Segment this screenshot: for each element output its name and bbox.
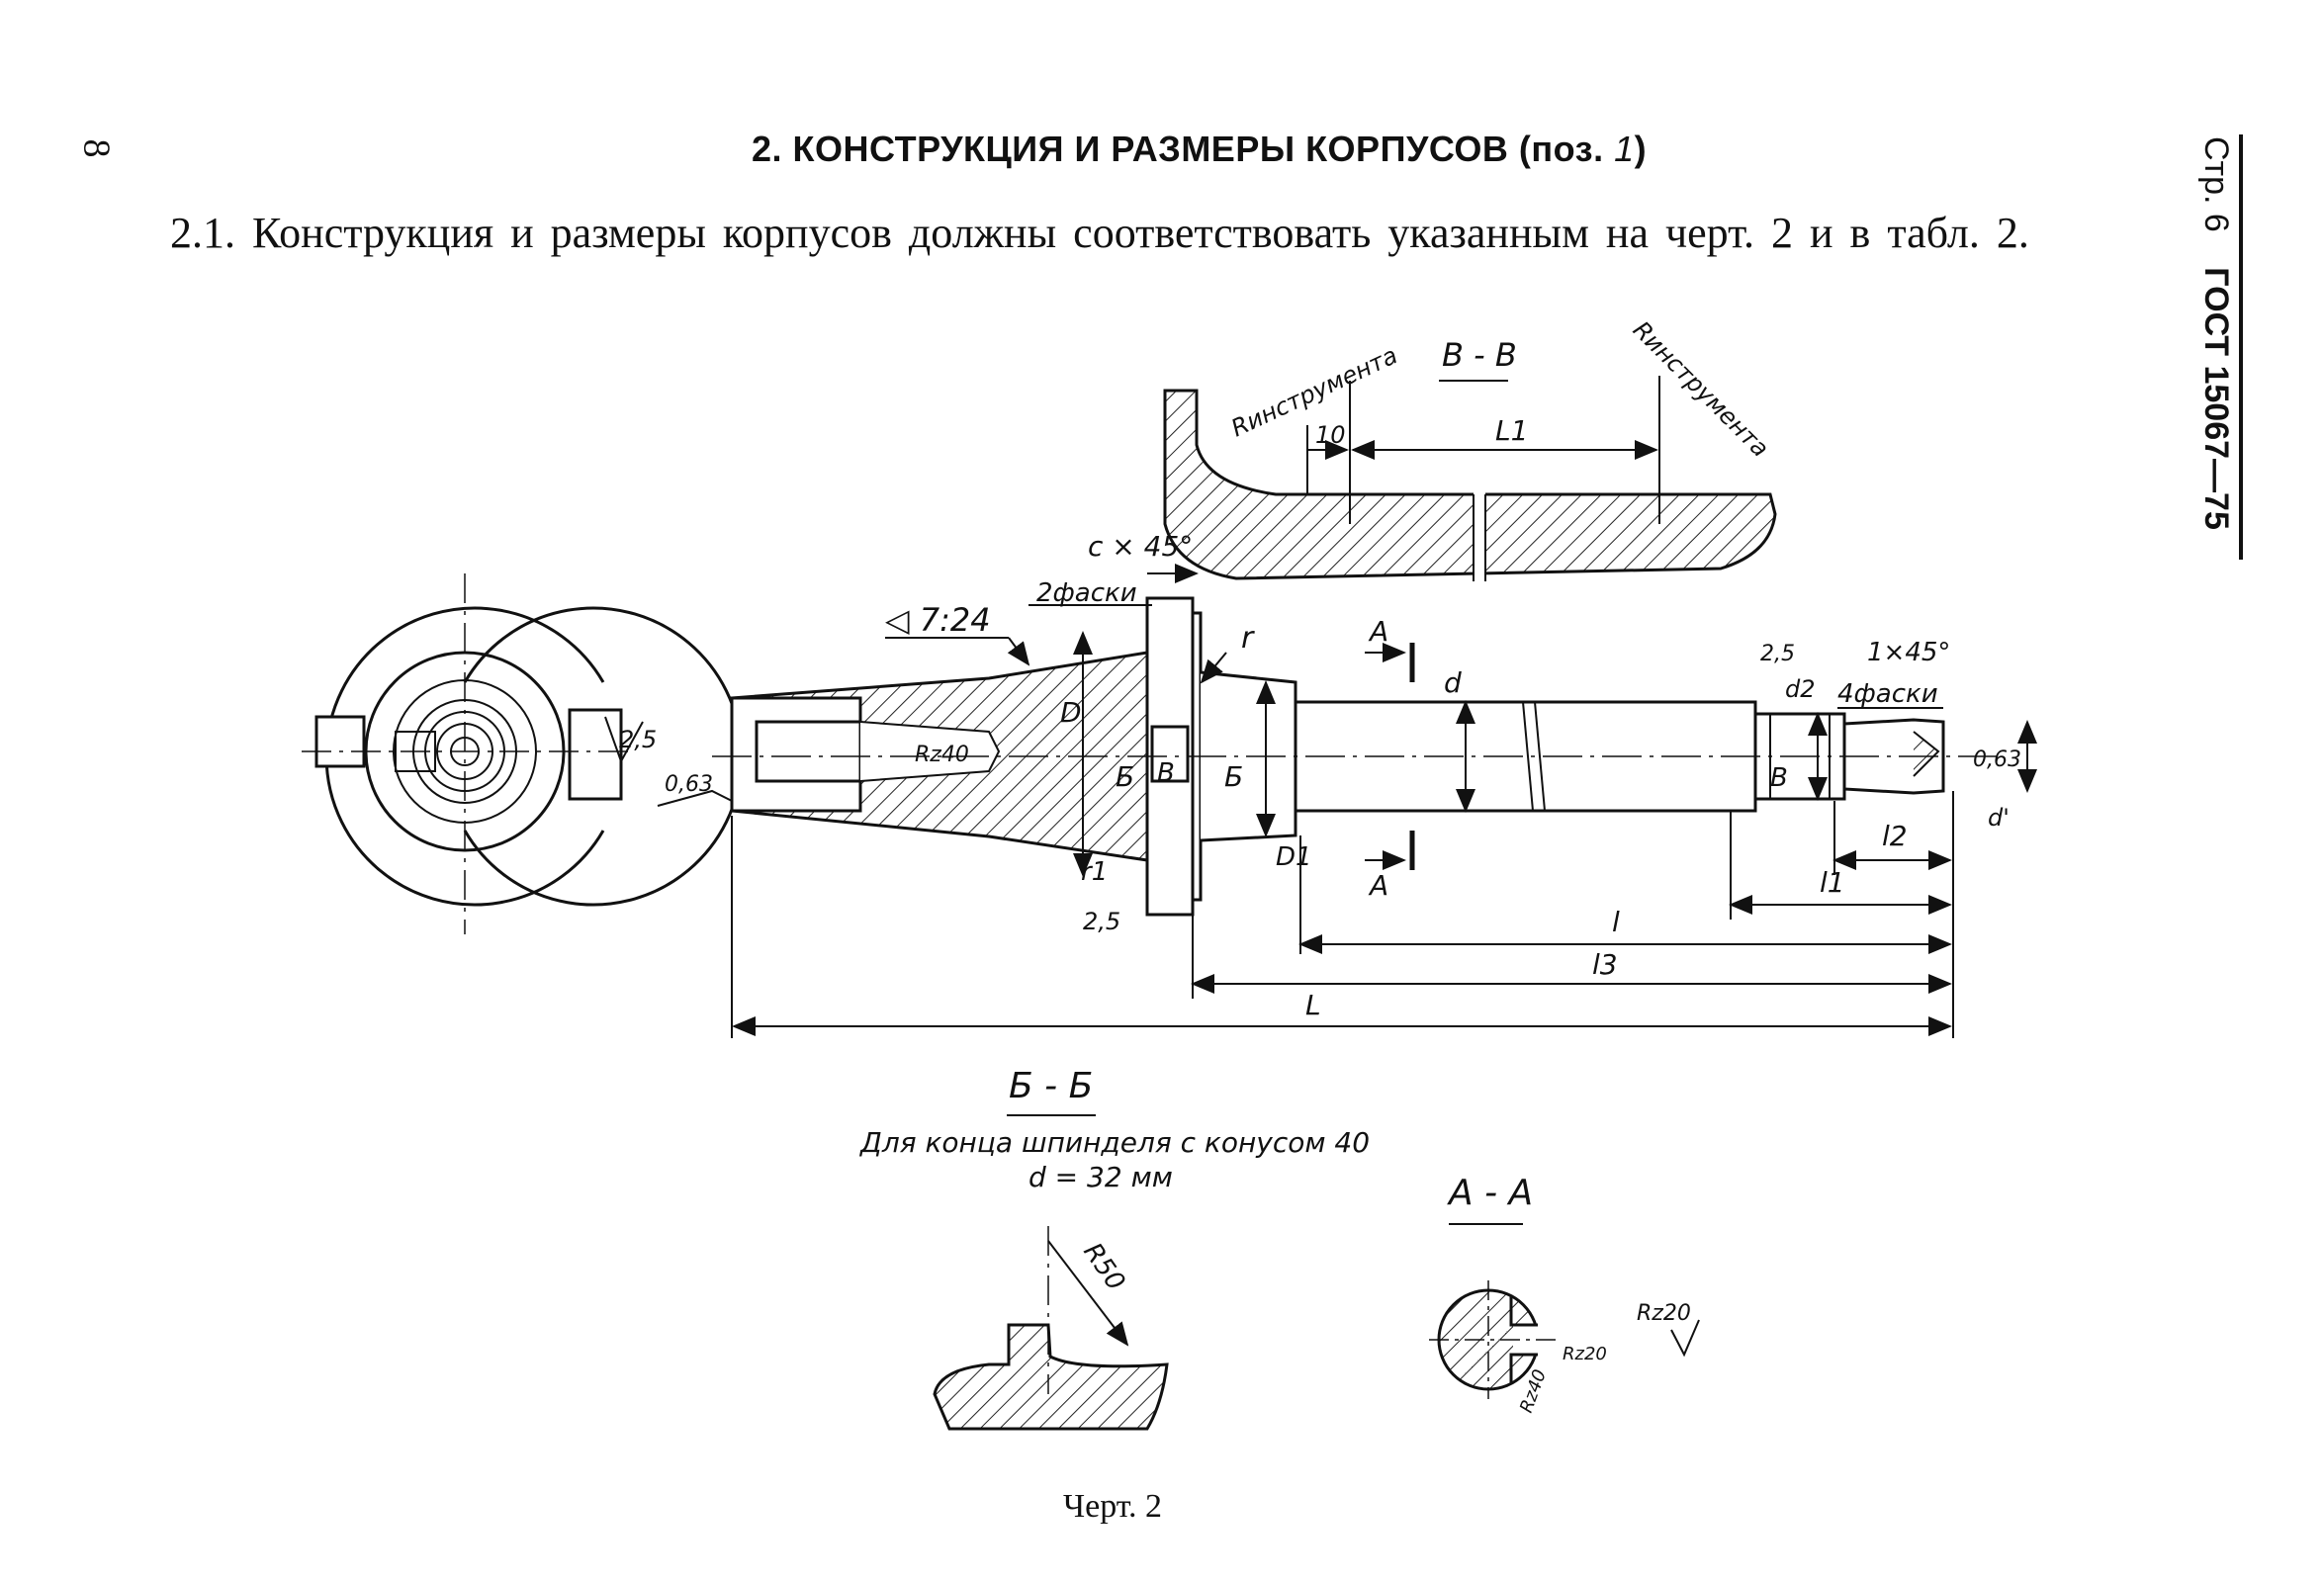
- section-aa-profile: [1429, 1280, 1558, 1399]
- r1-label: r1: [1081, 857, 1108, 887]
- section-vv-r-tool-left: Rинструмента: [1227, 341, 1402, 442]
- threaded-bore: [755, 720, 862, 783]
- section-title: 2. КОНСТРУКЦИЯ И РАЗМЕРЫ КОРПУСОВ (поз. …: [752, 129, 1647, 170]
- section-bb-note-line1: Для конца шпинделя с конусом 40: [858, 1126, 1370, 1159]
- section-title-close: ): [1634, 129, 1648, 169]
- dim-l1-label: l1: [1820, 866, 1845, 899]
- d1-label: D1: [1276, 842, 1312, 872]
- d-big-label: D: [1060, 696, 1082, 729]
- chamfer-count-label: 2фаски: [1036, 578, 1137, 608]
- section-a-mark-top: А: [1368, 615, 1388, 648]
- section-title-pos: 1: [1614, 129, 1635, 169]
- section-aa-rz20-b: Rz20: [1637, 1301, 1691, 1326]
- section-bb-title: Б - Б: [1009, 1066, 1093, 1106]
- side-header-rule: [2239, 134, 2243, 560]
- dim-l2-label: l2: [1882, 820, 1908, 852]
- end-view-slot-right: [568, 708, 623, 801]
- chamfer-right-label: 1×45°: [1867, 638, 1950, 667]
- rough-063-right-label: 0,63: [1973, 747, 2021, 772]
- figure-caption: Черт. 2: [1063, 1488, 1163, 1525]
- section-bb-note-line2: d = 32 мм: [1028, 1161, 1173, 1193]
- section-vv-r-tool-right: Rинструмента: [1628, 315, 1774, 462]
- section-vv: [1163, 389, 1777, 583]
- r-label: r: [1241, 621, 1255, 656]
- dim-L-label: L: [1305, 989, 1321, 1021]
- section-bb-profile: [933, 1226, 1169, 1431]
- d2-label: d2: [1785, 675, 1816, 703]
- section-aa-rz20-a: Rz20: [1563, 1344, 1607, 1364]
- end-view: [302, 573, 744, 934]
- section-b-mark-left: Б: [1116, 760, 1134, 793]
- section-v-mark-left: В: [1157, 758, 1175, 788]
- section-title-text: 2. КОНСТРУКЦИЯ И РАЗМЕРЫ КОРПУСОВ (поз.: [752, 129, 1615, 169]
- d-small-label: d: [1444, 666, 1462, 699]
- section-v-mark-right: В: [1770, 763, 1788, 793]
- dim-l-label: l: [1612, 906, 1620, 938]
- main-view: [712, 596, 1998, 917]
- taper-label: ◁ 7:24: [885, 601, 991, 639]
- rough-25-bottom-label: 2,5: [1083, 908, 1120, 935]
- paragraph-2-1: 2.1. Конструкция и размеры корпусов долж…: [170, 209, 2029, 257]
- end-view-slot-left: [314, 715, 366, 768]
- section-vv-dim-10: 10: [1315, 421, 1346, 449]
- section-vv-dim-l1: L1: [1495, 414, 1528, 447]
- section-bb-radius: R50: [1077, 1238, 1130, 1296]
- rough-25-top-label: 2,5: [1760, 642, 1795, 666]
- d-prime-label: d': [1988, 804, 2010, 832]
- dim-l3-label: l3: [1592, 948, 1618, 981]
- chamfer-right-count-label: 4фаски: [1837, 679, 1938, 709]
- section-aa-title: А - А: [1447, 1173, 1533, 1213]
- rough-rz40-label: Rz40: [915, 743, 969, 767]
- section-vv-title: В - В: [1442, 336, 1517, 374]
- dimension-lines: [731, 791, 1954, 1038]
- section-a-mark-bottom: А: [1368, 869, 1388, 902]
- section-b-mark-right: Б: [1224, 760, 1243, 793]
